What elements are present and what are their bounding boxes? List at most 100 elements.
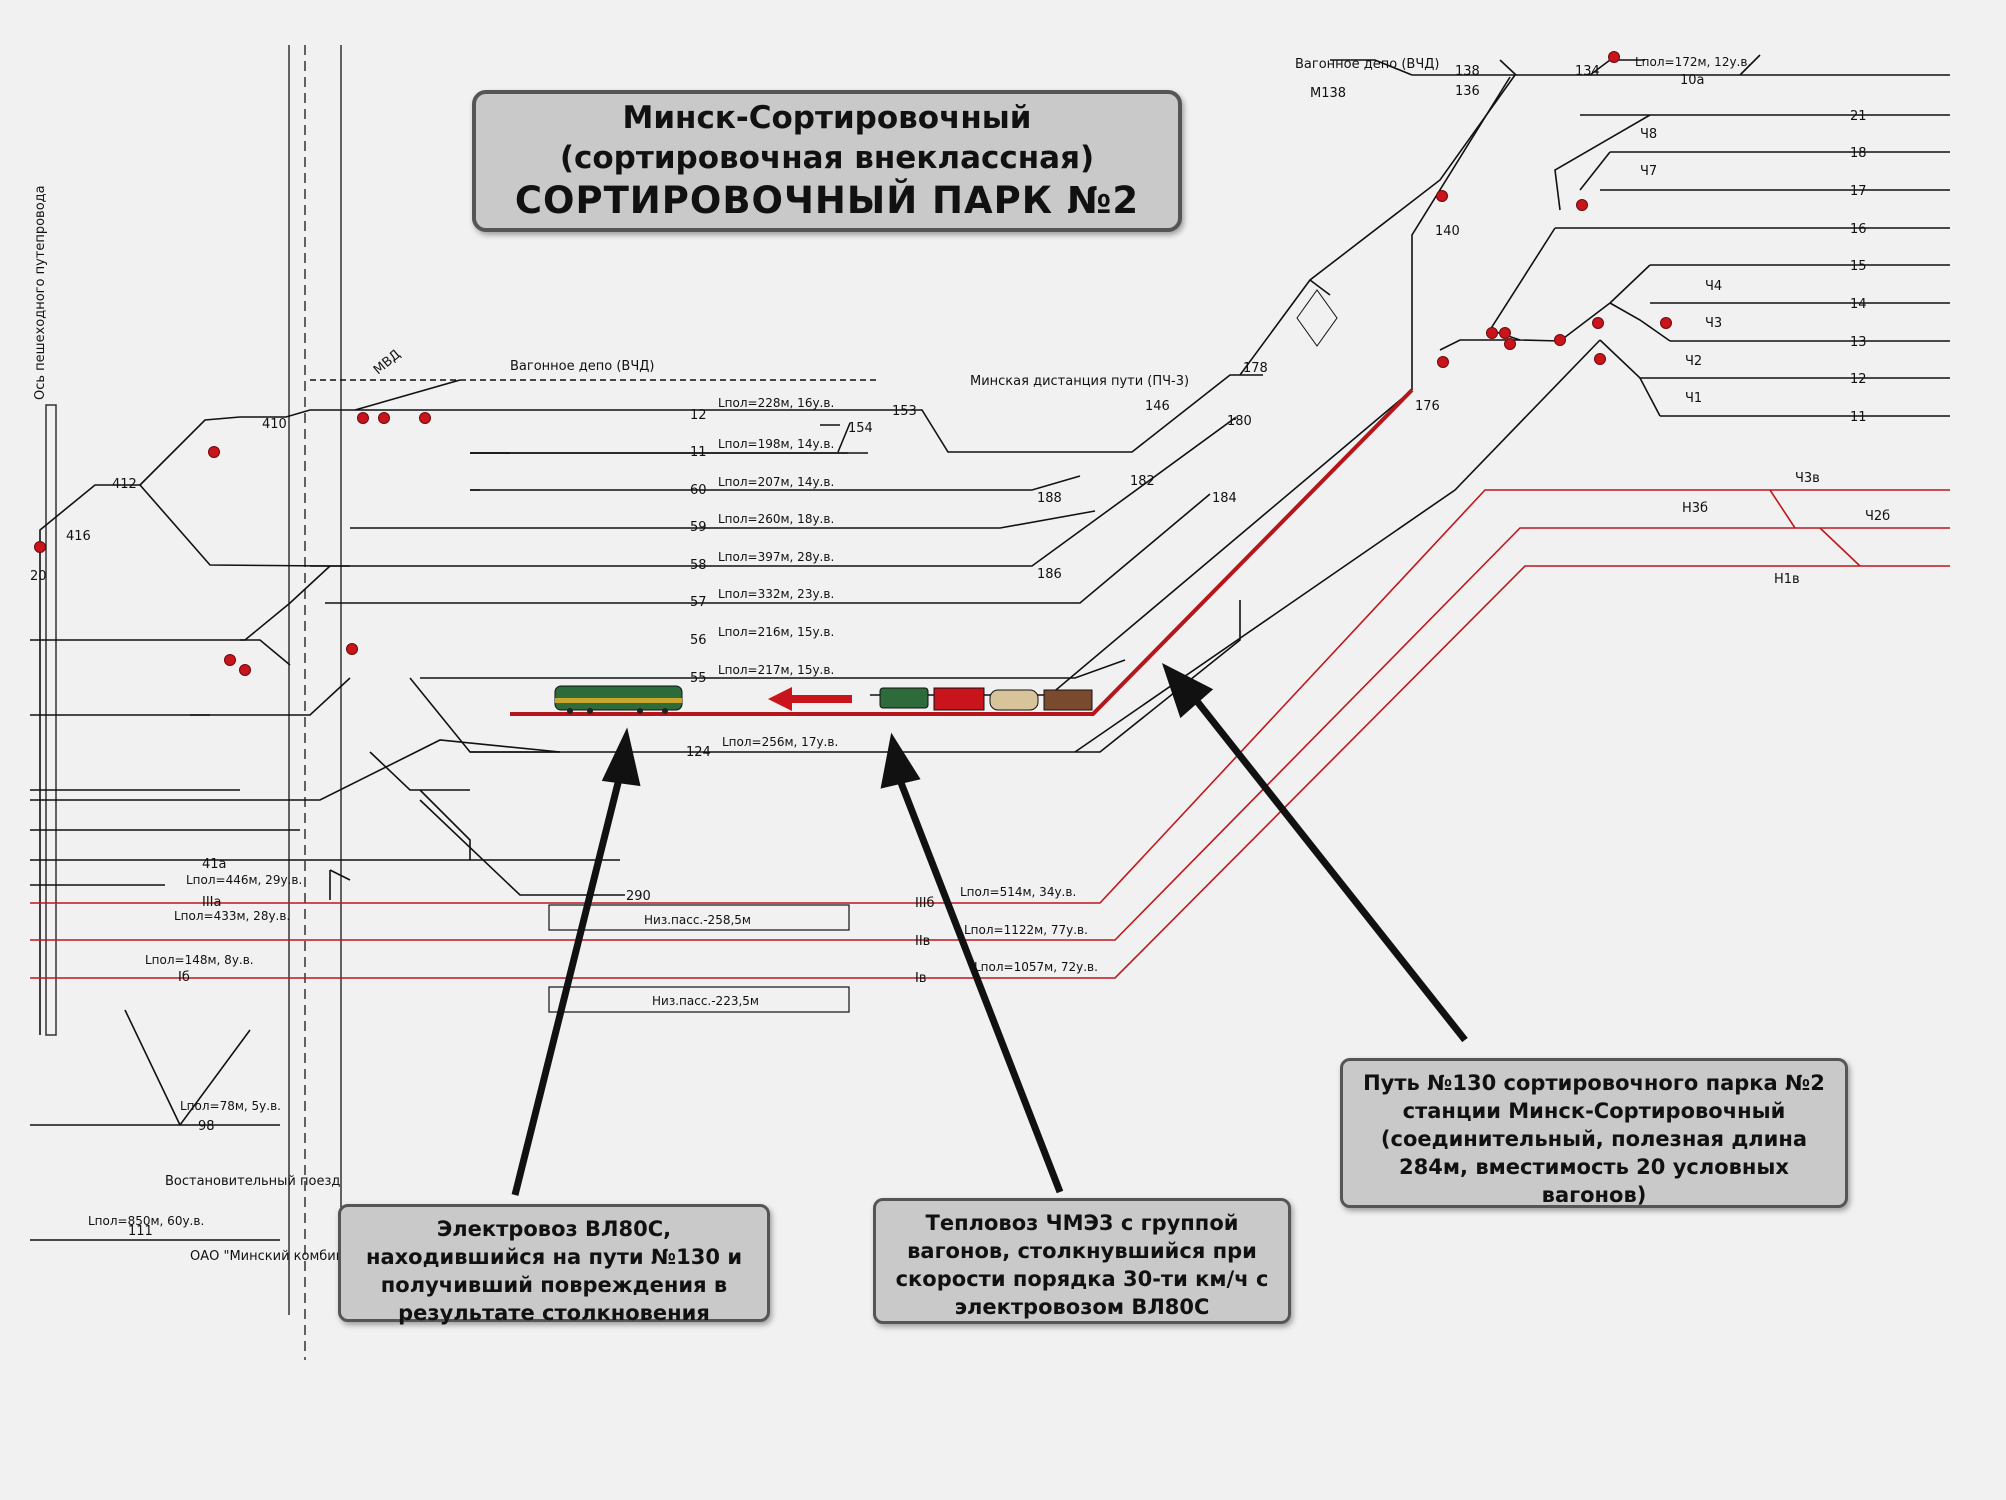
track-length: Lпол=207м, 14у.в.: [718, 475, 834, 489]
track-length: Lпол=514м, 34у.в.: [960, 885, 1076, 899]
switch-label: 154: [848, 421, 873, 436]
switch-label: 153: [892, 404, 917, 419]
track-number: 56: [690, 633, 707, 648]
track-number: IIв: [915, 934, 930, 949]
track-number: IIIа: [202, 895, 221, 910]
track-number: 41а: [202, 857, 227, 872]
right-track-number: 11: [1850, 410, 1867, 425]
nizpass-1: Низ.пасс.-258,5м: [644, 913, 751, 927]
right-track-number: 21: [1850, 109, 1867, 124]
track-number: Iв: [915, 971, 927, 986]
signal-label: Ч2б: [1865, 509, 1890, 524]
signal-label: Ч3в: [1795, 471, 1820, 486]
switch-label: 186: [1037, 567, 1062, 582]
right-track-number: 14: [1850, 297, 1867, 312]
mvd-label: МВД: [371, 347, 404, 378]
track-length: Lпол=217м, 15у.в.: [718, 663, 834, 677]
track-number: 98: [198, 1119, 215, 1134]
track-number: IIIб: [915, 896, 935, 911]
track-number: Iб: [178, 970, 190, 985]
nizpass-2: Низ.пасс.-223,5м: [652, 994, 759, 1008]
switch-label: 412: [112, 477, 137, 492]
signal-label: Ч2: [1685, 354, 1702, 369]
track-number: 10а: [1680, 73, 1705, 88]
switch-label: 178: [1243, 361, 1268, 376]
track-number: 59: [690, 520, 707, 535]
callout-track-130: Путь №130 сортировочного парка №2 станци…: [1340, 1058, 1848, 1208]
collision-direction-arrow-icon: [768, 687, 852, 711]
overpass-lines: [288, 45, 342, 1360]
track-number: 124: [686, 745, 711, 760]
switch-label: 416: [66, 529, 91, 544]
title-station: Минск-Сортировочный: [622, 100, 1032, 136]
signal-label: Ч3: [1705, 316, 1722, 331]
signal-label: Ч4: [1705, 279, 1722, 294]
track-length: Lпол=198м, 14у.в.: [718, 437, 834, 451]
right-tracks: [870, 54, 1950, 753]
switch-label: 146: [1145, 399, 1170, 414]
switch-label: 134: [1575, 64, 1600, 79]
signal-label: Н1в: [1774, 572, 1800, 587]
restore-train-label: Востановительный поезд: [165, 1174, 340, 1189]
track-length: Lпол=446м, 29у.в.: [186, 873, 302, 887]
electric-locomotive: [554, 685, 683, 714]
switch-label: 182: [1130, 474, 1155, 489]
track-number: 60: [690, 483, 707, 498]
track-length: Lпол=78м, 5у.в.: [180, 1099, 281, 1113]
track-130: [510, 388, 1414, 716]
switch-label: 410: [262, 417, 287, 432]
track-length: Lпол=332м, 23у.в.: [718, 587, 834, 601]
right-track-number: 12: [1850, 372, 1867, 387]
title-park: СОРТИРОВОЧНЫЙ ПАРК №2: [514, 179, 1140, 222]
signal-label: Н3б: [1682, 501, 1708, 516]
track-length: Lпол=433м, 28у.в.: [174, 909, 290, 923]
right-track-number: 18: [1850, 146, 1867, 161]
callout-arrows: [511, 662, 1468, 1196]
track-number: 58: [690, 558, 707, 573]
track-length: Lпол=850м, 60у.в.: [88, 1214, 204, 1228]
nizpass-boxes: [548, 904, 850, 1013]
footbridge: [45, 404, 57, 1036]
signal-label: М138: [1310, 86, 1346, 101]
switch-label: 188: [1037, 491, 1062, 506]
track-number: 12: [690, 408, 707, 423]
track-crossing: [1296, 289, 1338, 347]
title-class: (сортировочная внеклассная): [559, 140, 1095, 176]
right-track-number: 17: [1850, 184, 1867, 199]
track-length: Lпол=228м, 16у.в.: [718, 396, 834, 410]
track-number: 57: [690, 595, 707, 610]
diesel-locomotive-with-wagons: [879, 687, 1093, 711]
right-track-number: 13: [1850, 335, 1867, 350]
switch-label: 180: [1227, 414, 1252, 429]
switch-label: 184: [1212, 491, 1237, 506]
right-track-number: 16: [1850, 222, 1867, 237]
track-length: Lпол=1122м, 77у.в.: [964, 923, 1088, 937]
distance-label: Минская дистанция пути (ПЧ-3): [970, 374, 1189, 389]
track-number: 111: [128, 1224, 153, 1239]
track-length: Lпол=260м, 18у.в.: [718, 512, 834, 526]
track-length: Lпол=397м, 28у.в.: [718, 550, 834, 564]
signal-label: Ч8: [1640, 127, 1657, 142]
signal-dots: [34, 51, 1672, 676]
switch-label: 136: [1455, 84, 1480, 99]
switch-label: 20: [30, 569, 47, 584]
depot-mid-label: Вагонное депо (ВЧД): [510, 359, 654, 374]
track-length: Lпол=148м, 8у.в.: [145, 953, 254, 967]
red-tracks: [30, 489, 1950, 979]
track-length: Lпол=216м, 15у.в.: [718, 625, 834, 639]
right-track-number: 15: [1850, 259, 1867, 274]
switch-label: 290: [626, 889, 651, 904]
track-length: Lпол=172м, 12у.в.: [1635, 55, 1751, 69]
signal-label: Ч7: [1640, 164, 1657, 179]
track-number: 55: [690, 671, 707, 686]
footbridge-axis-label: Ось пешеходного путепровода: [33, 185, 48, 400]
track-length: Lпол=1057м, 72у.в.: [974, 960, 1098, 974]
switch-label: 140: [1435, 224, 1460, 239]
track-number: 11: [690, 445, 707, 460]
signal-label: Ч1: [1685, 391, 1702, 406]
depot-top-label: Вагонное депо (ВЧД): [1295, 57, 1439, 72]
callout-diesel-loco: Тепловоз ЧМЭ3 с группой вагонов, столкну…: [873, 1198, 1291, 1324]
title-box: Минск-Сортировочный (сортировочная внекл…: [472, 90, 1182, 232]
switch-label: 138: [1455, 64, 1480, 79]
